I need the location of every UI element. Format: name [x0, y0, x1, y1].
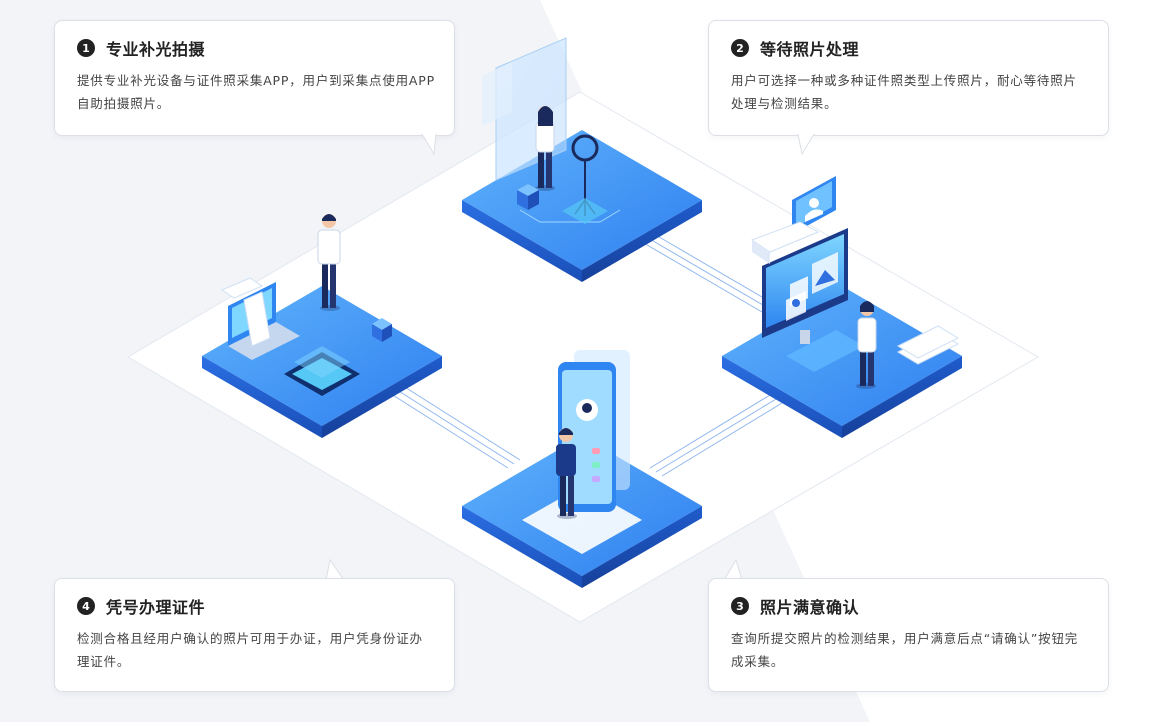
step-title: 凭号办理证件 — [106, 598, 206, 617]
platform-photo-processing — [722, 176, 962, 438]
step-card-2: 2 等待照片处理 用户可选择一种或多种证件照类型上传照片，耐心等待照片处理与检测… — [708, 20, 1109, 136]
platform-photo-confirm — [462, 350, 702, 588]
step-description: 查询所提交照片的检测结果，用户满意后点“请确认”按钮完成采集。 — [731, 631, 1079, 669]
step-number-badge: 3 — [731, 597, 749, 615]
card-pointer — [723, 558, 743, 581]
connection-tracks — [387, 233, 783, 477]
card-pointer — [325, 558, 345, 581]
platform-id-processing — [202, 214, 442, 438]
step-description: 用户可选择一种或多种证件照类型上传照片，耐心等待照片处理与检测结果。 — [731, 73, 1077, 111]
step-description: 检测合格且经用户确认的照片可用于办证，用户凭身份证办理证件。 — [77, 631, 423, 669]
step-title: 专业补光拍摄 — [106, 40, 206, 59]
step-card-3: 3 照片满意确认 查询所提交照片的检测结果，用户满意后点“请确认”按钮完成采集。 — [708, 578, 1109, 692]
step-card-4: 4 凭号办理证件 检测合格且经用户确认的照片可用于办证，用户凭身份证办理证件。 — [54, 578, 455, 692]
step-description: 提供专业补光设备与证件照采集APP，用户到采集点使用APP自助拍摄照片。 — [77, 73, 435, 111]
step-number-badge: 1 — [77, 39, 95, 57]
card-pointer — [421, 133, 437, 156]
step-number-badge: 4 — [77, 597, 95, 615]
platform-photo-capture — [462, 37, 702, 282]
step-number-badge: 2 — [731, 39, 749, 57]
step-title: 等待照片处理 — [760, 40, 860, 59]
card-pointer — [797, 133, 815, 156]
step-card-1: 1 专业补光拍摄 提供专业补光设备与证件照采集APP，用户到采集点使用APP自助… — [54, 20, 455, 136]
step-title: 照片满意确认 — [760, 598, 860, 617]
